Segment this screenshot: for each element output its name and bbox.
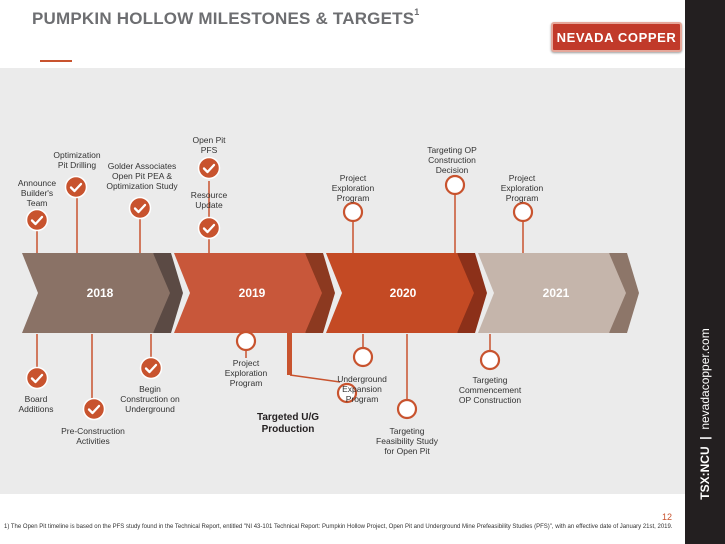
ring-icon	[342, 201, 364, 223]
check-icon	[128, 196, 152, 220]
year-label-2019: 2019	[239, 286, 266, 300]
timeline-diagram: 2018 2019 2020 2021	[22, 156, 639, 421]
ring-icon	[235, 330, 257, 352]
check-icon	[139, 356, 163, 380]
check-icon	[64, 175, 88, 199]
ug-production-connector	[287, 330, 292, 375]
page-number: 12	[662, 512, 673, 522]
sidebar-ticker-website: TSX:NCU | nevadacopper.com	[698, 328, 712, 500]
sidebar	[685, 0, 725, 544]
year-label-2018: 2018	[87, 286, 114, 300]
check-icon	[25, 366, 49, 390]
year-label-2020: 2020	[390, 286, 417, 300]
ring-icon	[396, 398, 418, 420]
check-icon	[197, 156, 221, 180]
ring-icon	[352, 346, 374, 368]
year-label-2021: 2021	[543, 286, 570, 300]
check-icon	[197, 216, 221, 240]
ug-production-connector-tail	[289, 374, 341, 383]
check-icon	[25, 208, 49, 232]
ring-icon	[444, 174, 466, 196]
year-chevrons	[22, 253, 639, 333]
nevada-copper-logo: NEVADA COPPER	[551, 22, 682, 52]
page-title: PUMPKIN HOLLOW MILESTONES & TARGETS1	[32, 7, 420, 28]
ring-icon	[479, 349, 501, 371]
title-underline	[40, 60, 72, 62]
ring-icon	[512, 201, 534, 223]
footnote: 1) The Open Pit timeline is based on the…	[4, 524, 673, 530]
check-icon	[82, 397, 106, 421]
